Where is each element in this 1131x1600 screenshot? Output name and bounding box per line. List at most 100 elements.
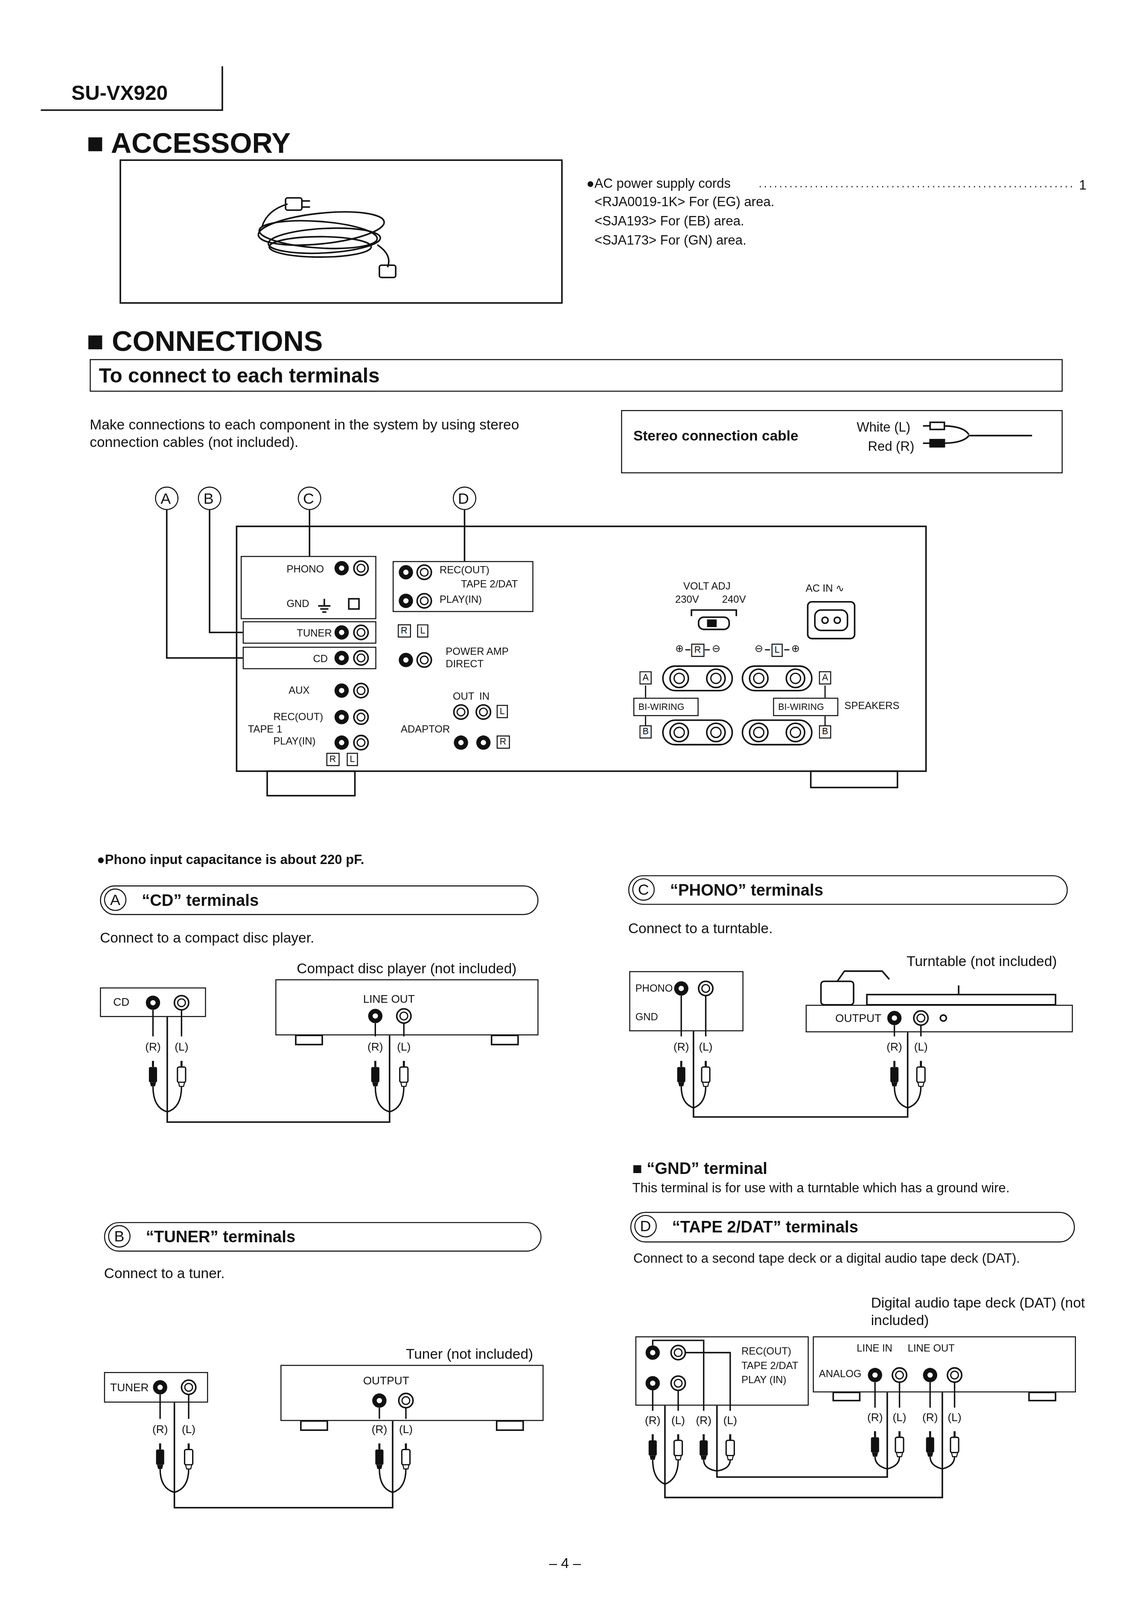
- label: L: [771, 643, 783, 657]
- label: REC(OUT): [273, 711, 324, 723]
- stereo-cable: [664, 1392, 943, 1498]
- label: TAPE 1: [247, 722, 283, 735]
- terminal-box: PHONO GND: [629, 970, 744, 1032]
- label: (R): [673, 1040, 690, 1054]
- label: L: [416, 623, 429, 638]
- node-text: LINE OUT: [363, 992, 415, 1006]
- terminal-box: CD: [99, 987, 207, 1017]
- label: R: [397, 623, 411, 638]
- label: (L): [947, 1410, 962, 1424]
- section-header: C “PHONO” terminals: [628, 874, 1068, 905]
- label: (L): [723, 1413, 738, 1427]
- label: A: [639, 670, 652, 685]
- terminal-box: TUNER: [104, 1371, 209, 1403]
- legend-box: Stereo connection cableWhite (L)Red (R): [620, 410, 1063, 474]
- node-text: B: [198, 489, 219, 508]
- node-text: A: [104, 888, 127, 911]
- node-text: White (L): [856, 419, 911, 435]
- node-text: LINE IN: [856, 1342, 893, 1355]
- label: (L): [671, 1413, 686, 1427]
- label: <RJA0019-1K> For (EG) area.: [594, 193, 775, 210]
- label: SPEAKERS: [844, 699, 900, 712]
- node-text: TUNER: [110, 1380, 149, 1394]
- node-text: PLAY (IN): [741, 1373, 787, 1386]
- label: PLAY(IN): [273, 735, 316, 748]
- node-text: “TAPE 2/DAT” terminals: [672, 1217, 859, 1237]
- node-text: PHONO: [286, 562, 324, 575]
- label: (L): [399, 1422, 413, 1436]
- terminal-box: BI-WIRING: [772, 697, 839, 716]
- terminal-box: CD: [242, 646, 377, 670]
- node-text: ANALOG: [819, 1367, 862, 1380]
- label: ⊕: [675, 642, 684, 655]
- node-text: PLAY(IN): [439, 593, 482, 606]
- label: IN: [479, 690, 490, 703]
- leader-line: [166, 509, 243, 658]
- device-box: Turntable (not included)OUTPUT: [805, 1004, 1073, 1033]
- node-text: TAPE 2/DAT: [460, 578, 518, 591]
- node-text: BI-WIRING: [638, 701, 685, 713]
- node-text: TUNER: [296, 627, 332, 640]
- label: AC IN ∿: [805, 582, 844, 595]
- label: (R): [367, 1040, 384, 1054]
- label: (R): [371, 1422, 388, 1436]
- node-text: D: [634, 1214, 657, 1238]
- device-box: Tuner (not included)OUTPUT: [280, 1364, 544, 1421]
- leader-line: [463, 509, 466, 561]
- label: ●Phono input capacitance is about 220 pF…: [96, 851, 365, 868]
- terminal-box: PHONOGND: [240, 555, 377, 619]
- node-text: B: [107, 1224, 131, 1248]
- node-text: C: [632, 877, 656, 901]
- label: 1: [1078, 177, 1087, 194]
- label: <SJA193> For (EB) area.: [594, 212, 745, 229]
- node-text: “CD” terminals: [141, 891, 259, 911]
- label: ■ “GND” terminal: [632, 1159, 768, 1179]
- node-text: LINE OUT: [907, 1342, 955, 1355]
- leader-line: [209, 509, 243, 633]
- label: (L): [698, 1040, 713, 1054]
- label: 240V: [722, 593, 747, 606]
- terminal-box: REC(OUT) TAPE 2/DAT PLAY(IN): [392, 560, 534, 612]
- label: This terminal is for use with a turntabl…: [632, 1180, 1010, 1196]
- label: R: [326, 752, 340, 766]
- label: (R): [644, 1413, 661, 1427]
- label: OUT: [452, 690, 475, 703]
- label: (L): [914, 1040, 928, 1054]
- node-text: PHONO: [635, 982, 674, 994]
- label: L: [496, 704, 508, 718]
- node-text: “PHONO” terminals: [670, 881, 824, 901]
- callout-circle: D: [452, 486, 477, 510]
- label: AUX: [288, 684, 310, 697]
- section-band: To connect to each terminals: [89, 358, 1063, 392]
- label: Connect to a tuner.: [104, 1264, 225, 1282]
- stereo-cable: [693, 1031, 908, 1117]
- node-text: “TUNER” terminals: [145, 1227, 296, 1248]
- node-text: To connect to each terminals: [99, 364, 380, 388]
- stereo-cable: [174, 1402, 393, 1508]
- label: R: [496, 735, 510, 749]
- label: (L): [396, 1040, 411, 1054]
- node-text: OUTPUT: [363, 1373, 410, 1388]
- leader-line: [308, 509, 311, 556]
- node-text: GND: [635, 1010, 659, 1023]
- callout-circle: A: [154, 486, 179, 510]
- label: ⊖: [754, 642, 763, 655]
- device-box: Compact disc player (not included)LINE O…: [275, 979, 539, 1035]
- node-text: REC(OUT): [439, 563, 490, 576]
- terminal-box: BI-WIRING: [633, 697, 699, 716]
- node-text: Tuner (not included): [405, 1345, 534, 1362]
- label: SU-VX920: [71, 81, 168, 106]
- label: VOLT ADJ: [683, 580, 731, 593]
- label: ⊖: [711, 642, 720, 655]
- section-header: A “CD” terminals: [99, 885, 539, 915]
- node-text: A: [156, 489, 176, 508]
- label: <SJA173> For (GN) area.: [594, 232, 747, 249]
- label: (R): [886, 1040, 903, 1054]
- label: A: [819, 670, 832, 685]
- label: Make connections to each component in th…: [89, 416, 544, 450]
- node-text: OUTPUT: [835, 1011, 882, 1025]
- node-text: CD: [113, 995, 130, 1009]
- label: – 4 –: [549, 1554, 581, 1572]
- terminal-box: REC(OUT)TAPE 2/DATPLAY (IN): [635, 1335, 809, 1406]
